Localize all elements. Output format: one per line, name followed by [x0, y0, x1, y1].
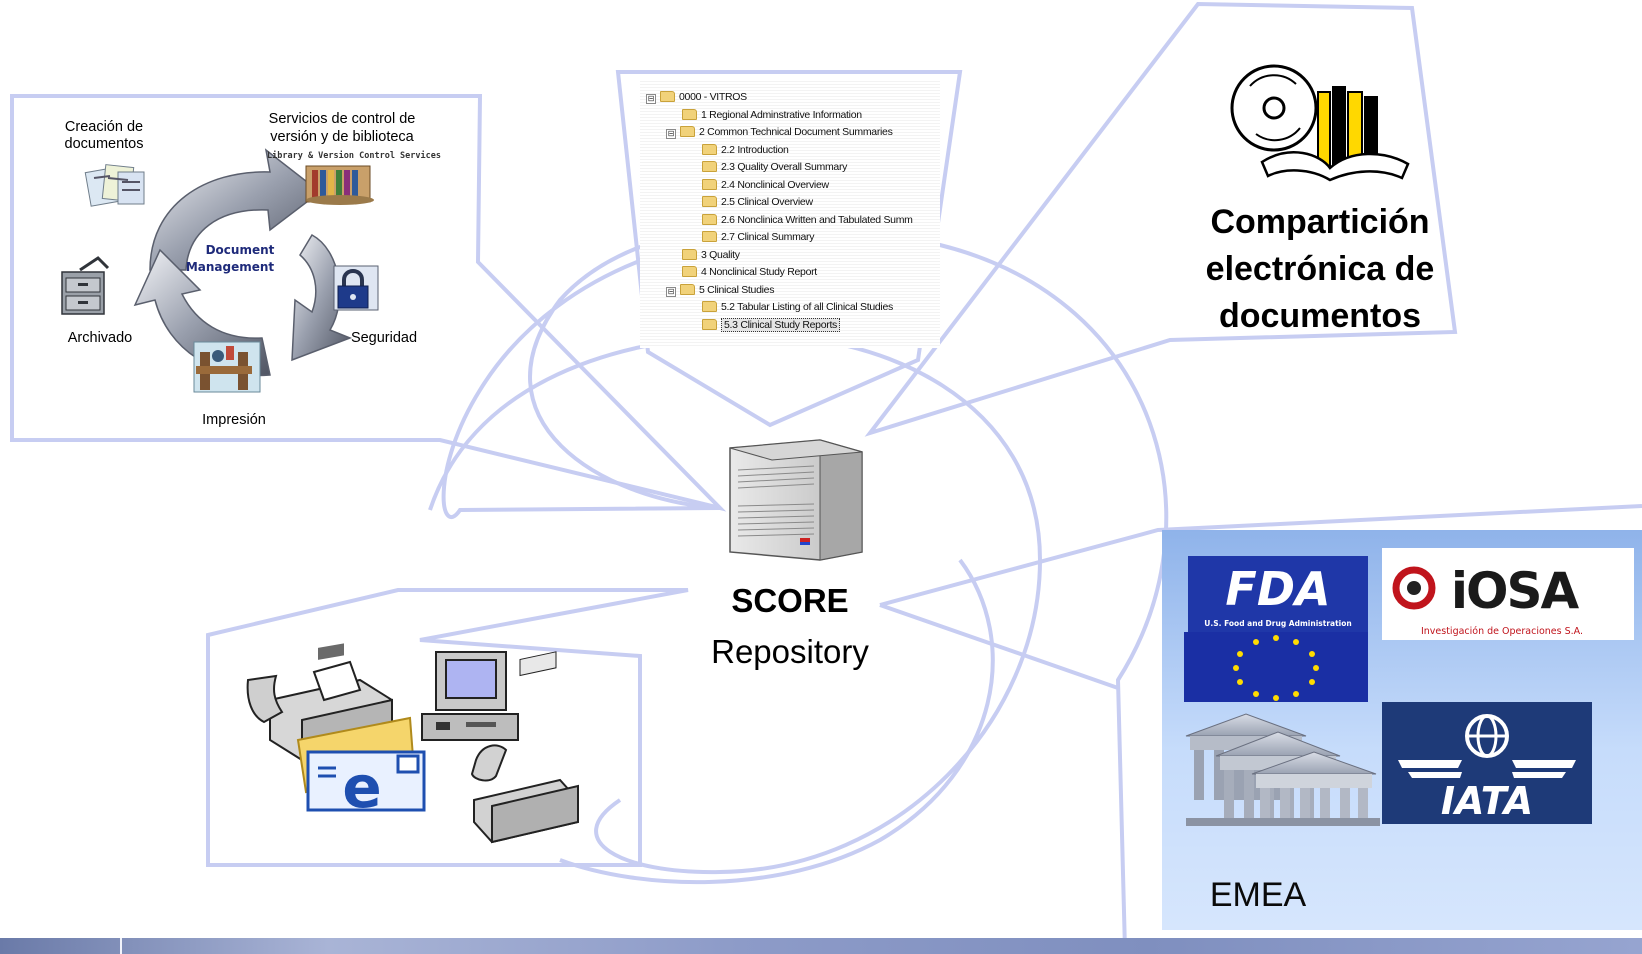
tree-item-label: 5.2 Tabular Listing of all Clinical Stud…: [721, 301, 893, 313]
eu-stars: [1233, 635, 1319, 701]
folder-icon: [680, 283, 695, 295]
tree-item[interactable]: 4 Nonclinical Study Report: [682, 265, 817, 279]
svg-text:e: e: [342, 753, 381, 821]
tree-item-label: 2 Common Technical Document Summaries: [699, 126, 893, 138]
tree-item[interactable]: 5.2 Tabular Listing of all Clinical Stud…: [702, 300, 893, 314]
iosa-logo: iOSA Investigación de Operaciones S.A.: [1382, 548, 1634, 640]
folder-icon: [702, 301, 717, 312]
footer-tick: [120, 938, 122, 954]
agencies-logos: FDA U.S. Food and Drug Administration iO…: [1184, 548, 1634, 914]
security-lock-icon: [333, 265, 379, 311]
iata-logo-text: IATA: [1441, 779, 1533, 823]
document-management-cycle: Document Management: [61, 111, 441, 428]
security-label: Seguridad: [351, 330, 417, 346]
folder-icon: [702, 318, 717, 330]
tree-item[interactable]: 2.4 Nonclinical Overview: [702, 178, 829, 192]
tree-item[interactable]: 2.2 Introduction: [702, 143, 789, 157]
computer-icon: [421, 651, 519, 741]
callout-outlines: [10, 1, 1642, 951]
document-creation-icon: [84, 164, 145, 207]
tree-expander-icon[interactable]: ⊟: [666, 129, 676, 139]
tree-item-label: 2.3 Quality Overall Summary: [721, 161, 848, 173]
creation-label-line2: documentos: [65, 136, 144, 152]
agency-callout: [879, 504, 1642, 690]
sharing-label-line1: Compartición: [1210, 203, 1429, 241]
dm-callout: [10, 94, 727, 512]
repository-title: SCORE: [731, 582, 848, 619]
tree-item[interactable]: 1 Regional Adminstrative Information: [682, 108, 862, 122]
iosa-caption: Investigación de Operaciones S.A.: [1421, 626, 1583, 637]
folder-icon: [702, 196, 717, 207]
tree-item-label: 1 Regional Adminstrative Information: [701, 108, 862, 121]
sharing-label-line3: documentos: [1219, 297, 1421, 335]
cd-books-icon: [1230, 64, 1410, 182]
folder-icon: [660, 91, 675, 102]
creation-label-line1: Creación de: [65, 119, 143, 135]
library-books-icon: [305, 165, 374, 205]
server-icon: [729, 439, 863, 561]
folder-icon: [702, 143, 717, 155]
folder-icon: [680, 126, 695, 137]
archive-cabinet-icon: [61, 256, 110, 315]
folder-icon: [702, 161, 717, 172]
tree-item[interactable]: 5.3 Clinical Study Reports: [702, 317, 841, 332]
tree-item[interactable]: 2.3 Quality Overall Summary: [702, 160, 847, 174]
cycle-center-label-1: Document: [206, 243, 275, 257]
tree-item-label: 2.7 Clinical Summary: [721, 231, 815, 243]
tree-item-label: 5 Clinical Studies: [699, 283, 775, 296]
sharing-label-line2: electrónica de: [1206, 250, 1435, 288]
envelope-email-icon: e: [296, 716, 426, 821]
version-label-line1: Servicios de control de: [269, 111, 416, 127]
comm-callout: [206, 588, 689, 867]
folder-icon: [682, 266, 697, 277]
print-label: Impresión: [202, 412, 266, 428]
tree-item-label: 3 Quality: [701, 248, 740, 261]
tree-item-label: 0000 - VITROS: [679, 91, 747, 103]
iosa-logo-text: iOSA: [1451, 562, 1580, 620]
tree-item-label: 2.5 Clinical Overview: [721, 196, 813, 208]
archive-label: Archivado: [68, 330, 132, 346]
tree-item[interactable]: 2.7 Clinical Summary: [702, 230, 815, 244]
emea-label: EMEA: [1210, 876, 1307, 914]
fda-logo-text: FDA: [1225, 562, 1330, 616]
tree-item[interactable]: 2.5 Clinical Overview: [702, 195, 813, 209]
tree-item-label: 2.2 Introduction: [721, 143, 789, 156]
outer-loop: [428, 332, 1043, 875]
tree-item-label: 2.6 Nonclinica Written and Tabulated Sum…: [721, 213, 913, 226]
footer-bar: [0, 938, 1642, 954]
central-loop: [441, 224, 1169, 951]
communications-devices: e: [246, 643, 579, 844]
folder-icon: [682, 248, 697, 260]
folder-icon: [682, 108, 697, 120]
eu-flag-logo: [1184, 632, 1368, 702]
folder-icon: [702, 213, 717, 225]
repository-subtitle: Repository: [711, 633, 869, 670]
emea-building-logo: [1185, 713, 1380, 826]
tree-item[interactable]: 2.6 Nonclinica Written and Tabulated Sum…: [702, 213, 913, 227]
tree-expander-icon[interactable]: ⊟: [646, 94, 656, 104]
folder-icon: [702, 231, 717, 242]
printing-press-icon: [193, 341, 261, 393]
fda-logo: FDA U.S. Food and Drug Administration: [1188, 556, 1368, 632]
tree-item-label: 5.3 Clinical Study Reports: [721, 317, 841, 332]
tree-item[interactable]: 3 Quality: [682, 248, 740, 262]
sharing-callout: [864, 1, 1458, 437]
tree-expander-icon[interactable]: ⊟: [666, 286, 676, 297]
desk-phone-icon: [470, 651, 579, 844]
tree-item-label: 4 Nonclinical Study Report: [701, 266, 817, 278]
fda-caption: U.S. Food and Drug Administration: [1204, 619, 1351, 628]
document-tree-panel: ⊟ 0000 - VITROS 1 Regional Adminstrative I…: [640, 80, 940, 348]
tree-item[interactable]: ⊟ 5 Clinical Studies: [666, 283, 774, 297]
version-label-english: Library & Version Control Services: [267, 150, 441, 161]
tree-item-label: 2.4 Nonclinical Overview: [721, 178, 829, 191]
folder-icon: [702, 178, 717, 190]
cycle-center-label-2: Management: [186, 260, 275, 274]
tree-item[interactable]: ⊟ 0000 - VITROS: [646, 90, 747, 104]
iata-logo: IATA: [1382, 702, 1592, 824]
tree-item[interactable]: ⊟ 2 Common Technical Document Summaries: [666, 125, 893, 139]
version-label-line2: versión y de biblioteca: [270, 129, 414, 145]
